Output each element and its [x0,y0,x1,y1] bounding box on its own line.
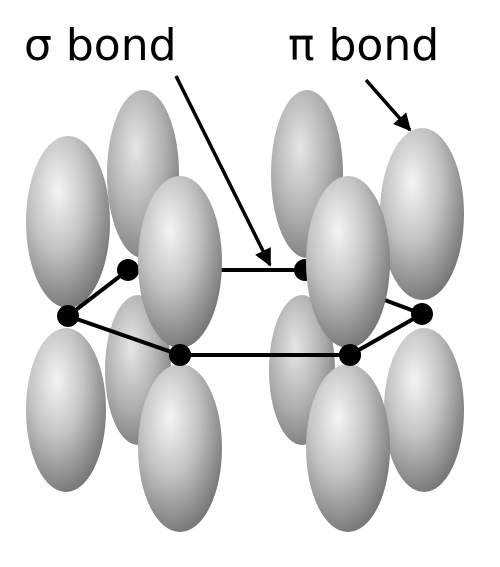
p-orbital-lobe [380,128,464,300]
p-orbital-lobe [26,136,110,308]
p-orbital-lobe [306,176,390,348]
pi-bond-label: π bond [288,20,440,71]
sigma-bond-arrow [174,75,272,267]
sigma-bond-line [66,268,130,318]
p-orbital-lobe [384,328,464,492]
front-lobes-lower [138,364,390,532]
p-orbital-lobe [26,328,106,492]
carbon-atom [411,303,433,325]
p-orbital-lobe [138,364,222,532]
sigma-bond-label: σ bond [24,20,177,71]
front-atoms [169,344,361,366]
pi-bond-arrow [364,78,412,132]
p-orbital-lobe [306,364,390,532]
sigma-bond-line [349,312,423,357]
front-lobes-upper [138,176,390,348]
side-lobes-lower [26,328,464,492]
carbon-atom [57,305,79,327]
sigma-bond-line [67,314,181,357]
side-lobes-upper [26,128,464,308]
carbon-atom [117,259,139,281]
p-orbital-lobe [138,176,222,348]
